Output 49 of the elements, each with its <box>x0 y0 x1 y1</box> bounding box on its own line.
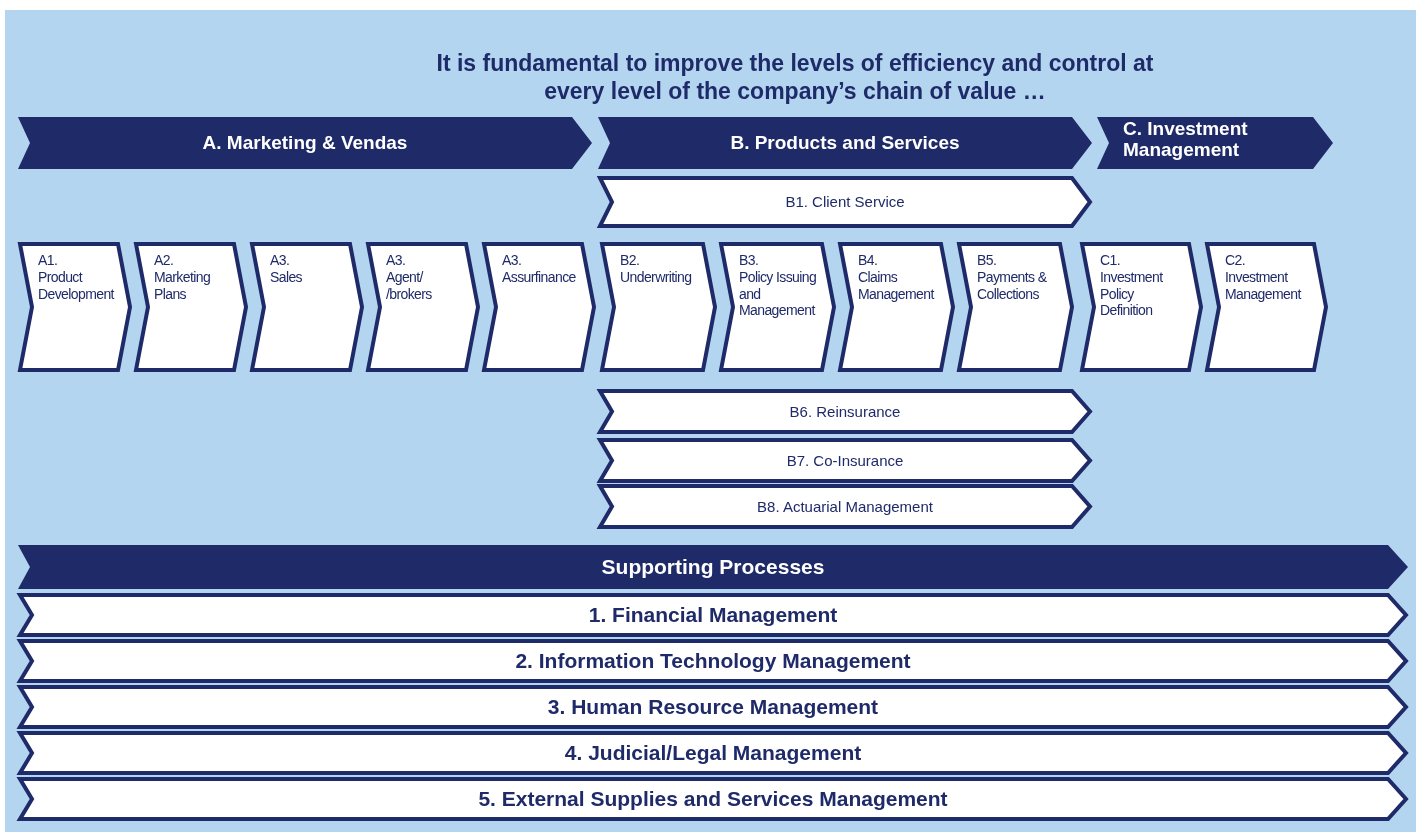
section-banner <box>18 117 592 169</box>
step-label: B2. Underwriting <box>620 252 693 286</box>
step-label: C2. Investment Management <box>1225 252 1303 303</box>
process-label: B7. Co-Insurance <box>785 451 905 470</box>
process-step <box>957 242 1074 372</box>
section-banner <box>1097 117 1333 169</box>
section-heading: C. Investment Management <box>1123 119 1249 161</box>
process-step <box>18 731 1408 775</box>
section-banner <box>598 117 1092 169</box>
step-label: A3. Agent/ /brokers <box>386 252 433 303</box>
process-step <box>719 242 836 372</box>
process-step <box>1205 242 1328 372</box>
process-step <box>18 777 1408 821</box>
process-label: 5. External Supplies and Services Management <box>477 786 949 812</box>
process-step <box>600 242 717 372</box>
process-step <box>598 484 1092 529</box>
section-heading: A. Marketing & Vendas <box>201 131 409 155</box>
step-label: B3. Policy Issuing and Management <box>739 252 818 320</box>
process-step <box>366 242 480 372</box>
process-label: 3. Human Resource Management <box>546 694 880 720</box>
step-label: A1. Product Development <box>38 252 116 303</box>
process-step <box>598 389 1092 434</box>
step-label: A2. Marketing Plans <box>154 252 212 303</box>
process-step <box>838 242 955 372</box>
process-step <box>18 639 1408 683</box>
process-step <box>598 438 1092 483</box>
step-label: A3. Assurfinance <box>502 252 577 286</box>
process-step <box>134 242 248 372</box>
process-label: 4. Judicial/Legal Management <box>563 740 863 766</box>
step-label: B4. Claims Management <box>858 252 936 303</box>
process-label: 1. Financial Management <box>587 602 839 628</box>
title: It is fundamental to improve the levels of efficiency and control at every level of the company’s chain of value … <box>435 50 1155 106</box>
process-label: B1. Client Service <box>784 193 906 211</box>
section-heading: Supporting Processes <box>600 554 826 580</box>
step-label: C1. Investment Policy Definition <box>1100 252 1164 320</box>
step-label: A3. Sales <box>270 252 304 286</box>
process-label: B6. Reinsurance <box>788 402 902 421</box>
process-label: 2. Information Technology Management <box>514 648 912 674</box>
process-step <box>598 176 1092 228</box>
process-step <box>18 593 1408 637</box>
process-step <box>18 242 132 372</box>
process-step <box>18 685 1408 729</box>
section-heading: B. Products and Services <box>729 131 961 155</box>
process-step <box>1080 242 1203 372</box>
process-label: B8. Actuarial Management <box>756 497 934 516</box>
process-step <box>482 242 596 372</box>
section-banner <box>18 545 1408 589</box>
step-label: B5. Payments & Collections <box>977 252 1048 303</box>
process-step <box>250 242 364 372</box>
